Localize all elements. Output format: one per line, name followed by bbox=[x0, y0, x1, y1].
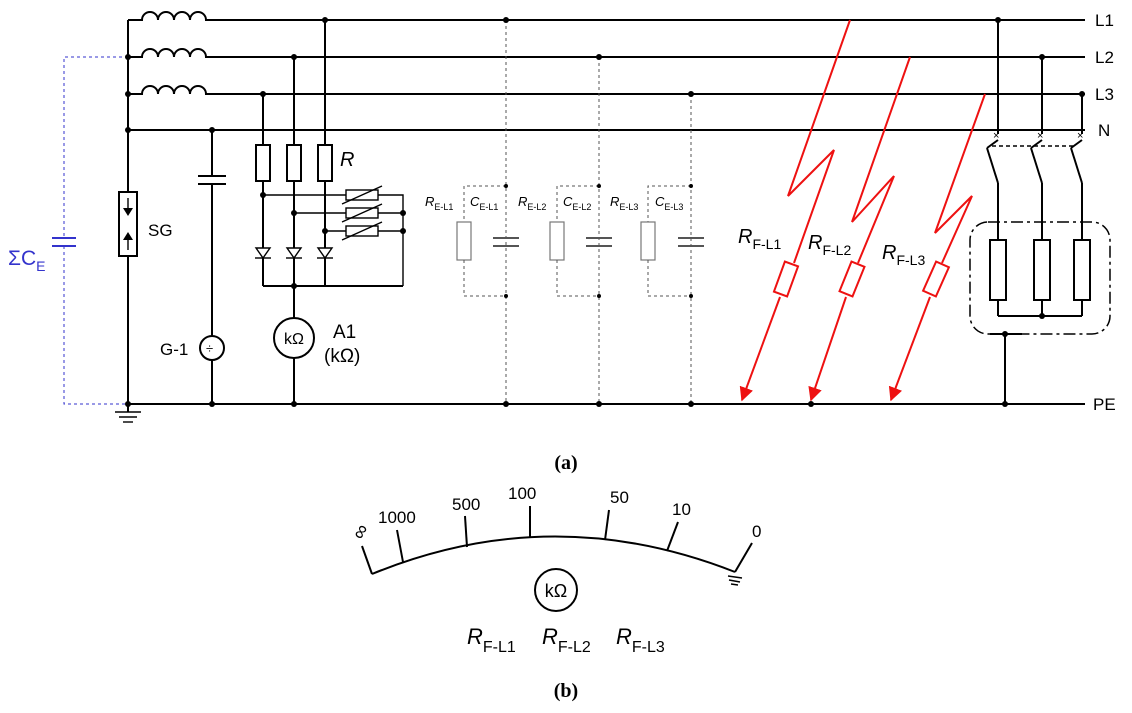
sum-earth-capacitance: ΣCE bbox=[8, 56, 128, 405]
r-f-l2-label: RF-L2 bbox=[808, 232, 851, 258]
c-e-l1-label: CE-L1 bbox=[470, 194, 498, 212]
tick-inf: ∞ bbox=[348, 520, 374, 543]
a1-label: A1 bbox=[333, 322, 356, 343]
tick-100: 100 bbox=[508, 484, 536, 503]
r-e-l2-label: RE-L2 bbox=[518, 194, 546, 212]
sg-label: SG bbox=[148, 221, 173, 240]
busbars bbox=[127, 19, 1085, 405]
r-e-l1-label: RE-L1 bbox=[425, 194, 453, 212]
tick-1000: 1000 bbox=[378, 508, 416, 527]
a1-meter-unit: kΩ bbox=[284, 331, 304, 348]
g1-branch: ÷ G-1 bbox=[160, 130, 226, 404]
tick-500: 500 bbox=[452, 495, 480, 514]
b-r-f-l1-label: RF-L1 bbox=[467, 624, 516, 656]
r-f-l1-label: RF-L1 bbox=[738, 226, 781, 252]
c-e-l2-label: CE-L2 bbox=[563, 194, 591, 212]
a1-unit-label: (kΩ) bbox=[324, 346, 360, 367]
caption-a: (a) bbox=[554, 452, 577, 474]
r-label: R bbox=[340, 149, 354, 171]
label-l3: L3 bbox=[1095, 85, 1114, 104]
meter-scale-arc bbox=[371, 535, 736, 575]
label-n: N bbox=[1098, 121, 1110, 140]
three-phase-load: × × × bbox=[969, 20, 1111, 404]
label-l2: L2 bbox=[1095, 48, 1114, 67]
fault-paths: RF-L1 RF-L2 RF-L3 bbox=[738, 19, 986, 402]
tick-0: 0 bbox=[752, 522, 761, 541]
r-f-l3-label: RF-L3 bbox=[882, 242, 925, 268]
transformer-windings bbox=[128, 11, 210, 95]
svg-text:×: × bbox=[1077, 130, 1083, 142]
svg-text:×: × bbox=[1037, 130, 1043, 142]
g1-label: G-1 bbox=[160, 340, 188, 359]
label-l1: L1 bbox=[1095, 11, 1114, 30]
sum-ce-label: ΣCE bbox=[8, 247, 46, 274]
insulation-monitor-network: R bbox=[254, 20, 404, 404]
junction-dots bbox=[125, 17, 1085, 407]
tick-10: 10 bbox=[672, 500, 691, 519]
b-r-f-l3-label: RF-L3 bbox=[616, 624, 665, 656]
ohmmeter-icon bbox=[534, 568, 578, 612]
c-e-l3-label: CE-L3 bbox=[655, 194, 683, 212]
r-e-l3-label: RE-L3 bbox=[610, 194, 638, 212]
tick-50: 50 bbox=[610, 488, 629, 507]
svg-text:×: × bbox=[993, 130, 999, 142]
panel-a: L1 L2 L3 N PE ΣCE SG bbox=[8, 11, 1116, 474]
panel-b: ∞ 1000 500 100 50 10 0 kΩ RF-L1 RF-L2 RF… bbox=[348, 484, 762, 702]
label-pe: PE bbox=[1093, 395, 1116, 414]
b-meter-unit: kΩ bbox=[545, 581, 567, 601]
caption-b: (b) bbox=[554, 680, 578, 702]
b-r-f-l2-label: RF-L2 bbox=[542, 624, 591, 656]
svg-text:÷: ÷ bbox=[206, 341, 213, 356]
leakage-impedances: RE-L1 CE-L1 RE-L2 CE-L2 RE-L3 CE-L3 bbox=[425, 20, 704, 404]
surge-guard: SG bbox=[118, 130, 173, 404]
